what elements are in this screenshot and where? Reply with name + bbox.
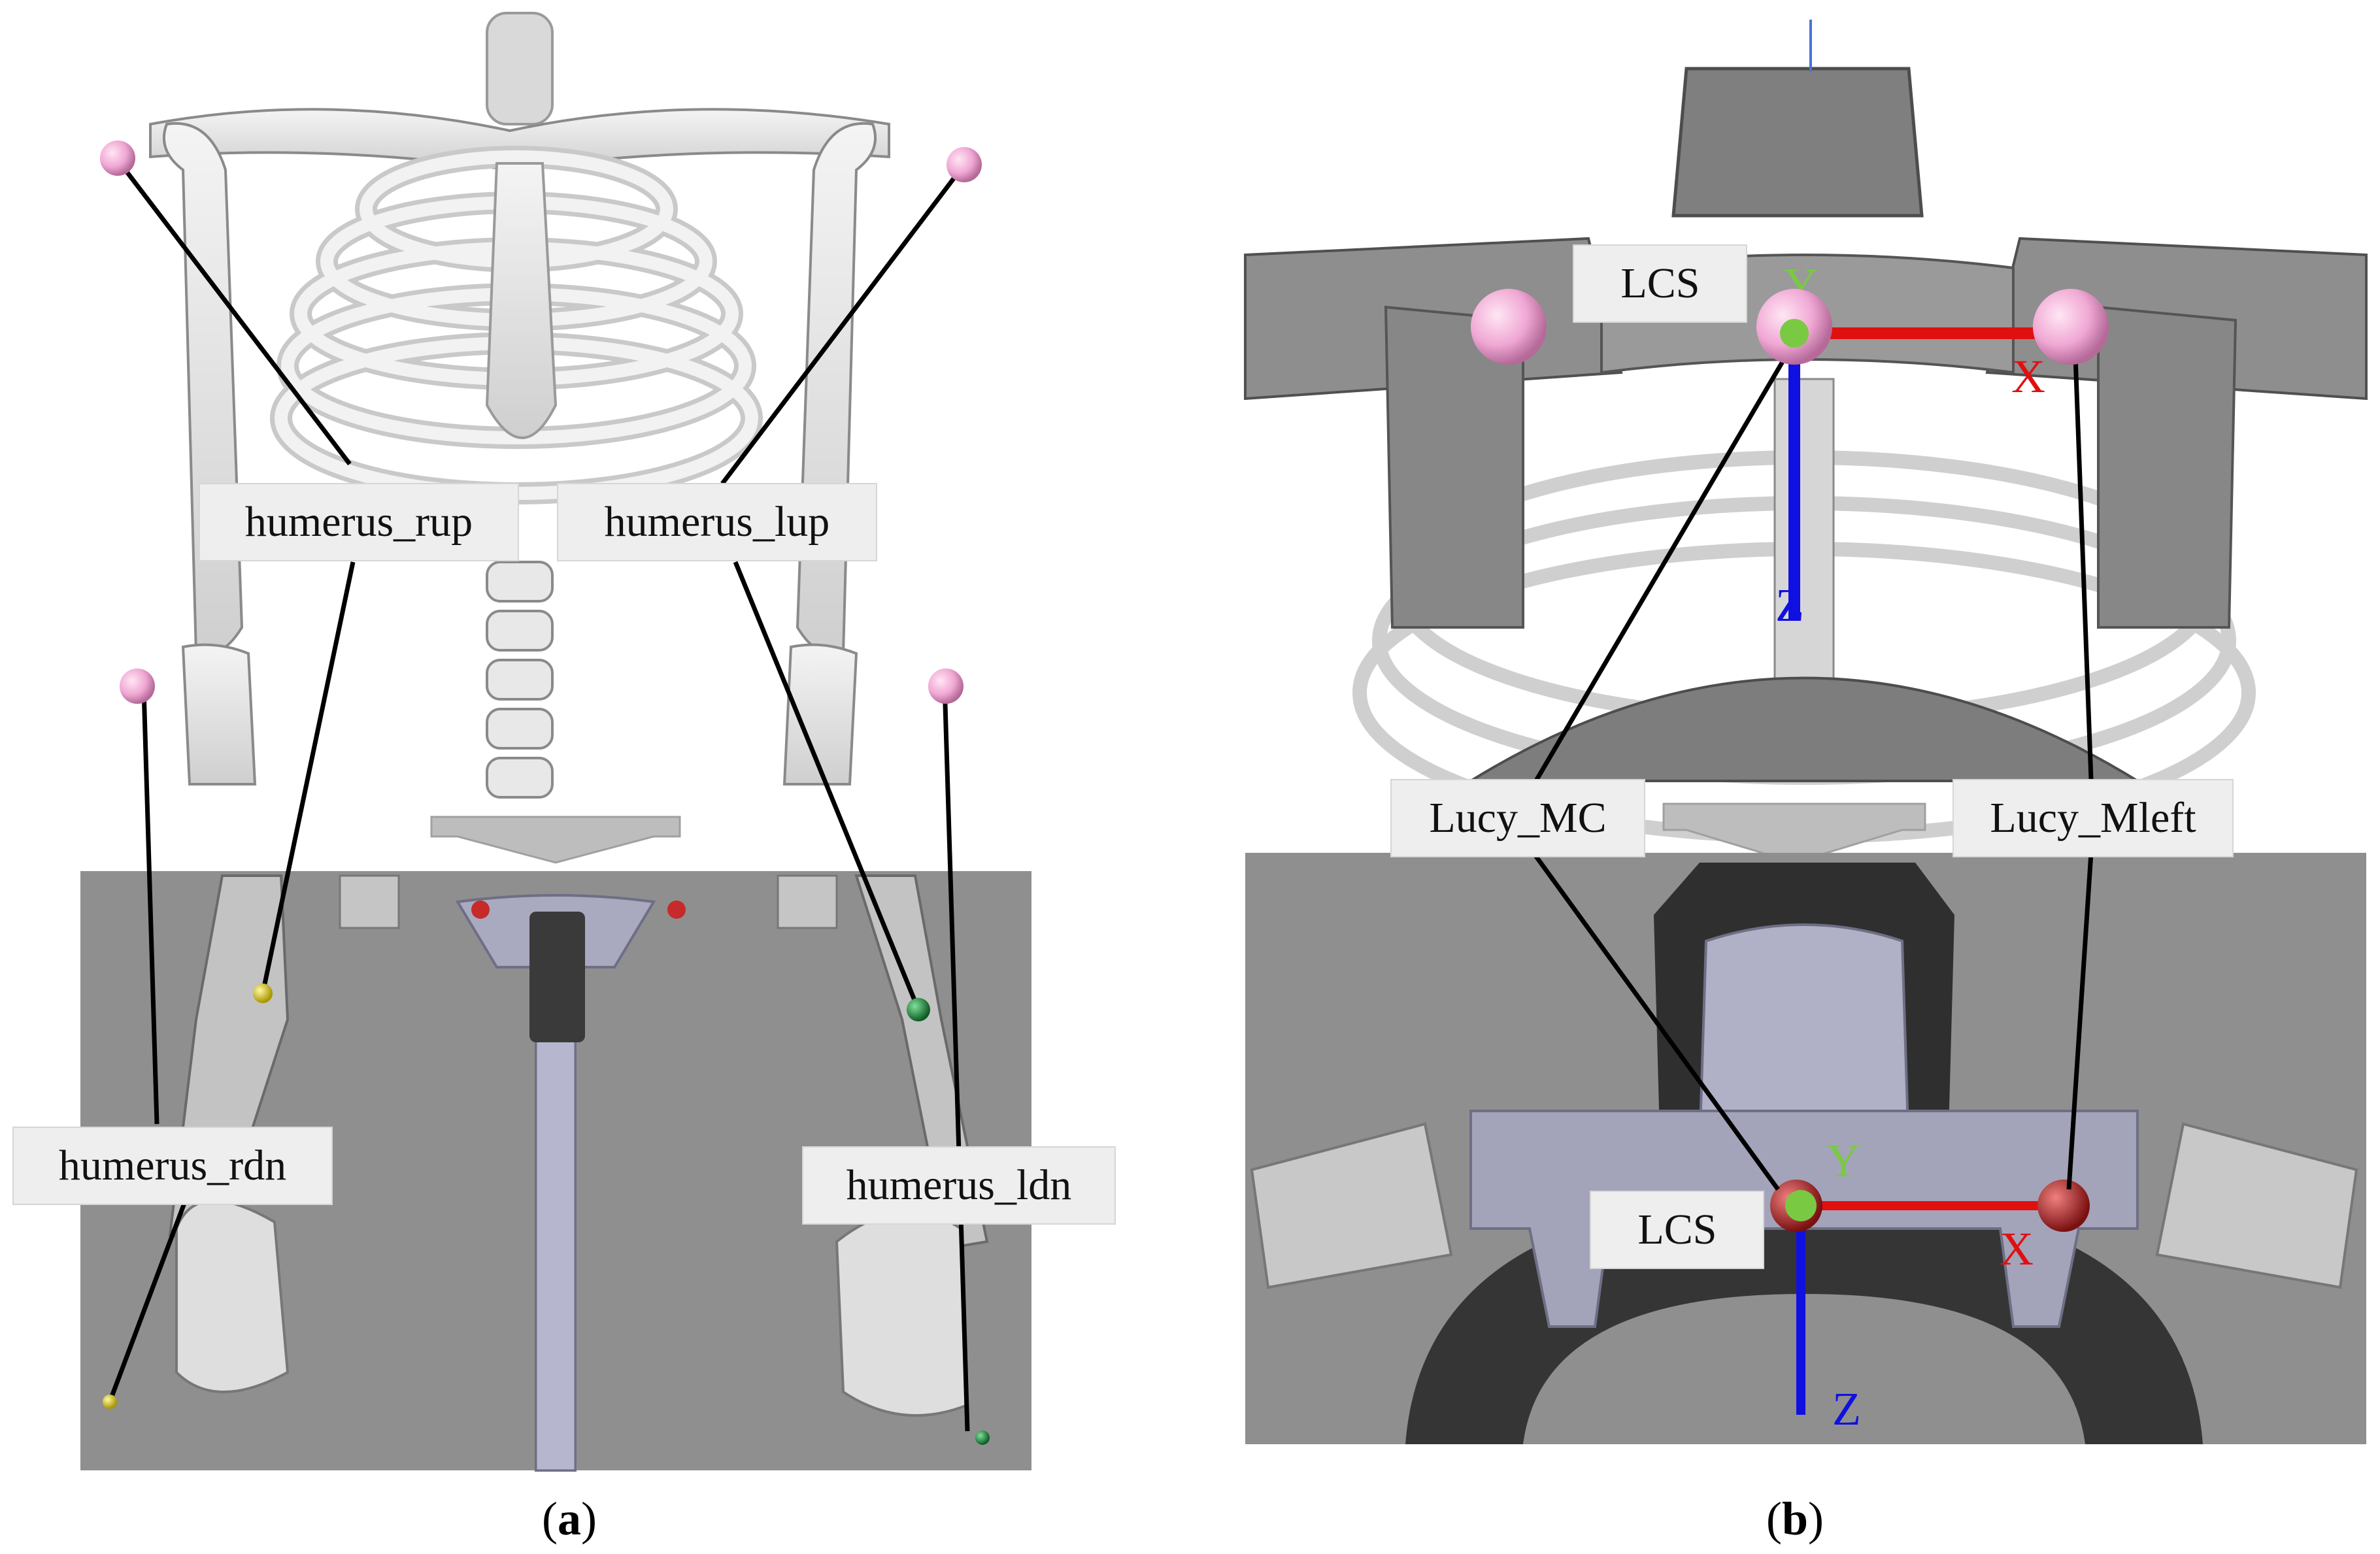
marker-lucy-mleft-lower (2037, 1180, 2090, 1232)
marker-humerus-rdn-upper (120, 669, 155, 704)
caption-a: (a) (542, 1493, 597, 1545)
axis-y-label-bottom: Y (1826, 1134, 1860, 1187)
marker-humerus-ldn-lower (975, 1430, 990, 1445)
label-humerus-rdn-text: humerus_rdn (59, 1142, 286, 1189)
panel-a: humerus_rup humerus_lup humerus_rdn hume… (12, 12, 1116, 1545)
label-humerus-ldn: humerus_ldn (802, 1146, 1116, 1225)
transition-arrow-down-a (430, 816, 681, 864)
lcs-axes-top: Y X Z (1775, 20, 2066, 631)
label-lucy-mleft: Lucy_Mleft (1953, 779, 2234, 857)
label-humerus-rdn: humerus_rdn (12, 1127, 333, 1205)
leader-lines-a (107, 156, 970, 1432)
marker-lucy-mleft-upper (2033, 289, 2109, 365)
label-humerus-rup: humerus_rup (199, 483, 519, 561)
label-lucy-mc-text: Lucy_MC (1429, 794, 1606, 842)
axis-z-label-top: Z (1775, 579, 1804, 631)
label-lucy-mc: Lucy_MC (1390, 779, 1645, 857)
markers-a (100, 141, 990, 1445)
label-humerus-rup-text: humerus_rup (245, 498, 473, 546)
skeleton-with-exoskeleton-illustration (1242, 13, 2370, 844)
label-lcs-bottom-text: LCS (1637, 1206, 1717, 1253)
transition-arrow-down-b (1662, 802, 1926, 864)
y-axis-origin-bottom (1785, 1190, 1817, 1221)
label-lcs-top-text: LCS (1620, 259, 1700, 307)
label-humerus-lup-text: humerus_lup (605, 498, 830, 546)
panel-b: Y X Z Y X Z (1242, 13, 2370, 1545)
caption-b: (b) (1766, 1493, 1824, 1545)
axis-x-label-top: X (2011, 350, 2045, 403)
markers-b (1471, 289, 2109, 365)
marker-humerus-rdn-lower (103, 1395, 117, 1409)
lcs-axes-bottom: Y X Z (1770, 1134, 2090, 1435)
marker-humerus-lup-upper (947, 147, 982, 182)
marker-humerus-rup-lower (253, 984, 273, 1003)
label-lcs-bottom: LCS (1590, 1191, 1764, 1269)
label-humerus-ldn-text: humerus_ldn (846, 1161, 1072, 1209)
skeleton-torso-illustration (149, 12, 890, 799)
label-humerus-lup: humerus_lup (557, 483, 877, 561)
marker-humerus-rup-upper (100, 141, 135, 176)
marker-humerus-ldn-upper (928, 669, 964, 704)
label-lucy-mleft-text: Lucy_Mleft (1990, 794, 2196, 842)
marker-left-shoulder-top (1471, 289, 1547, 365)
marker-humerus-lup-lower (907, 998, 930, 1021)
axis-z-label-bottom: Z (1832, 1383, 1861, 1435)
leader-lines-b (1524, 352, 2094, 1191)
label-lcs-top: LCS (1573, 244, 1747, 323)
axis-x-label-bottom: X (2000, 1223, 2034, 1275)
